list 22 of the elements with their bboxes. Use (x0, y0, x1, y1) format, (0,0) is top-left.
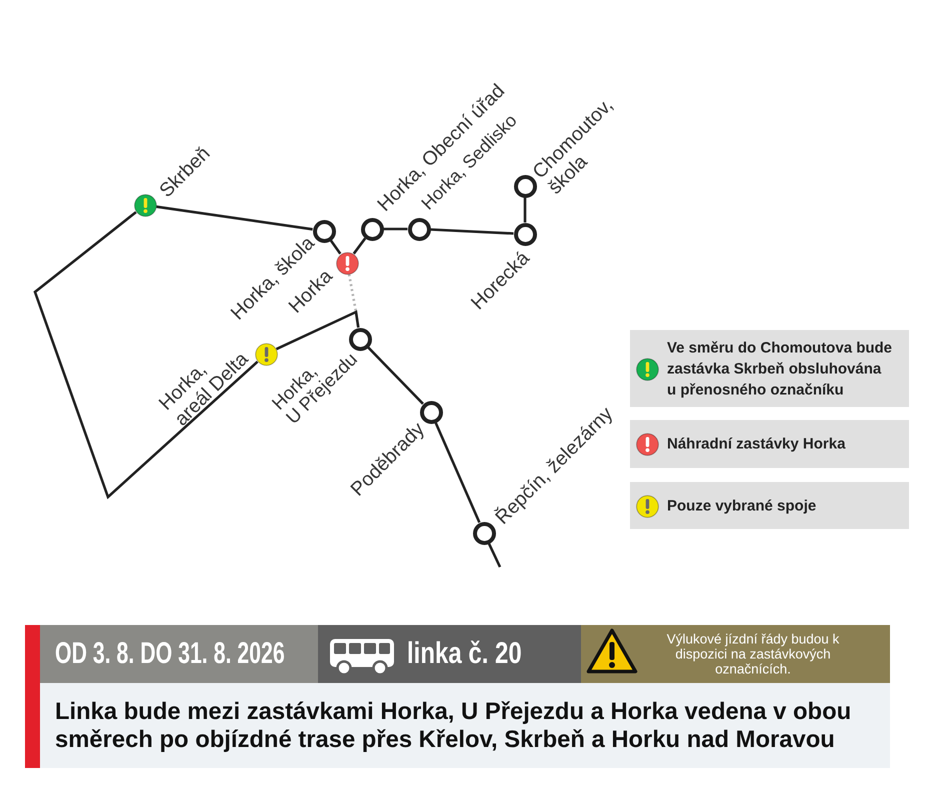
route-line (384, 228, 408, 230)
route-line (330, 240, 342, 254)
date-panel (40, 625, 318, 683)
legend-text: Ve směru do Chomoutova bude zastávka Skrbeň obsluhována u přenosného označníku (667, 338, 892, 400)
route-line (33, 211, 258, 500)
legend-text: Náhradní zastávky Horka (667, 434, 846, 454)
route-line (434, 422, 481, 524)
line-panel (318, 625, 581, 683)
route-line (276, 310, 360, 350)
line-number-text: linka č. 20 (407, 637, 522, 671)
route-line (156, 205, 313, 231)
route-line (430, 228, 514, 235)
route-line (524, 198, 526, 222)
route-line (367, 346, 424, 405)
notice-panel (581, 625, 890, 683)
route-line (352, 238, 366, 254)
detour-text: Linka bude mezi zastávkami Horka, U Přejezdu a Horka vedena v obou směrech po objízdné trase přes Křelov, Skrbeň a Horku nad Moravou (55, 698, 852, 754)
detour-panel (40, 683, 890, 768)
route-line (488, 542, 502, 568)
date-text: OD 3. 8. DO 31. 8. 2026 (55, 637, 285, 671)
notice-text: Výlukové jízdní řády budou k dispozici na zastávkových označnících. (666, 632, 840, 676)
legend-text: Pouze vybrané spoje (667, 496, 818, 516)
